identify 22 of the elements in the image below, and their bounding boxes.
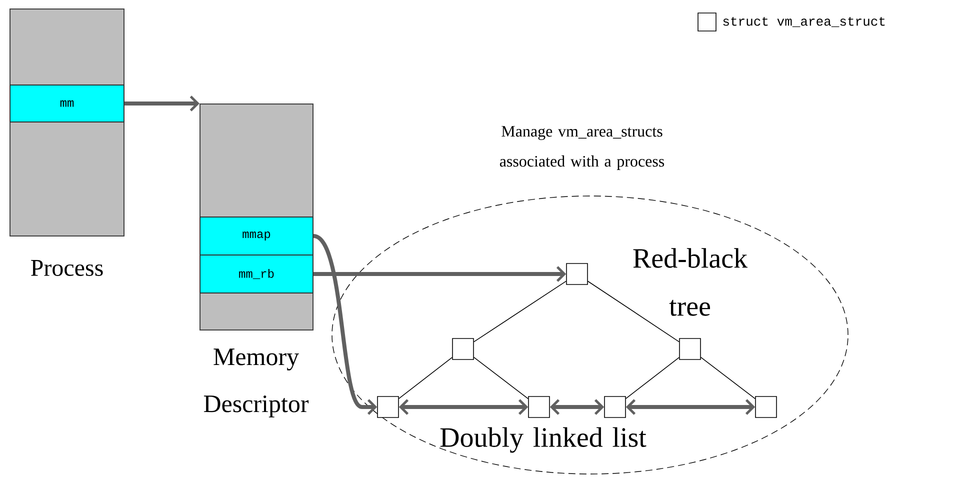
- node-label: Process: [31, 260, 103, 276]
- arrow: [398, 399, 528, 415]
- text-label: Red-black tree: [633, 248, 748, 316]
- arrow: [626, 399, 756, 415]
- node-label: Memory Descriptor: [204, 348, 309, 418]
- field-box: mm: [10, 84, 124, 122]
- square-box: [604, 396, 626, 418]
- square-box: [755, 396, 777, 418]
- field-box: mmap: [200, 216, 314, 256]
- square-box: [566, 263, 588, 285]
- square-box: [528, 396, 550, 418]
- legend-text: struct vm_area_struct: [723, 16, 885, 28]
- arrow: [314, 266, 566, 282]
- square-box: [377, 396, 399, 418]
- field-box: mm_rb: [200, 254, 314, 294]
- arrow: [312, 234, 378, 415]
- arrow: [124, 96, 200, 112]
- square-box: [452, 338, 474, 360]
- text-label: Doubly linked list: [440, 427, 646, 453]
- arrow: [550, 399, 604, 415]
- square-box: [679, 338, 701, 360]
- node-label: Manage vm_area_structs associated with a process: [500, 126, 664, 170]
